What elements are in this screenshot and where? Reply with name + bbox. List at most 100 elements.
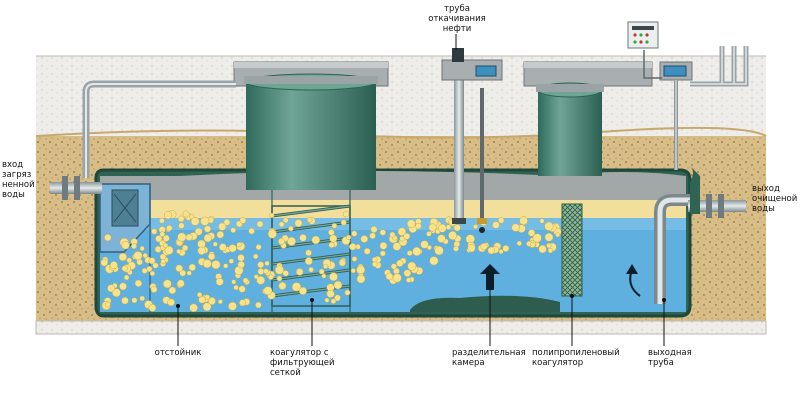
- oil-droplet: [256, 220, 264, 228]
- outlet-pipe-label: выходная труба: [648, 348, 692, 368]
- oil-droplet: [487, 246, 496, 255]
- oil-droplet: [429, 256, 439, 266]
- oil-droplet: [152, 262, 159, 269]
- oil-droplet: [139, 245, 145, 252]
- oil-droplet: [200, 216, 210, 226]
- oil-droplet: [532, 233, 542, 243]
- oil-droplet: [344, 289, 351, 296]
- oil-droplet: [331, 223, 338, 229]
- oil-droplet: [511, 223, 520, 232]
- oil-droplet: [288, 225, 294, 232]
- oil-droplet: [527, 229, 536, 237]
- oil-droplet: [437, 223, 447, 233]
- oil-droplet: [155, 235, 163, 243]
- oil-droplet: [407, 261, 417, 271]
- oil-droplet: [203, 225, 212, 233]
- oil-droplet: [396, 259, 404, 267]
- oil-droplet: [109, 261, 118, 270]
- oil-droplet: [178, 222, 185, 229]
- oil-droplet: [371, 261, 378, 267]
- oil-droplet: [150, 286, 158, 293]
- oil-droplet: [370, 226, 378, 233]
- oil-droplet: [151, 228, 158, 235]
- oil-droplet: [134, 279, 143, 288]
- oil-droplet: [360, 235, 369, 243]
- oil-droplet: [397, 227, 407, 236]
- outlet-connection: [688, 200, 746, 212]
- oil-droplet: [403, 269, 412, 277]
- coagulator-filter: [271, 182, 351, 312]
- oil-droplet: [112, 288, 121, 298]
- oil-droplet: [179, 269, 187, 277]
- oil-droplet: [323, 263, 329, 269]
- oil-droplet: [405, 277, 412, 283]
- oil-droplet: [149, 270, 156, 277]
- oil-droplet: [544, 221, 554, 231]
- oil-droplet: [176, 279, 185, 288]
- oil-droplet: [346, 234, 352, 240]
- leader-lines: [177, 34, 665, 346]
- oil-droplet: [356, 265, 366, 275]
- oil-droplet: [239, 217, 247, 224]
- oil-droplet: [253, 274, 259, 280]
- oil-droplet: [356, 274, 366, 284]
- oil-droplet: [406, 219, 416, 229]
- oil-droplet: [539, 218, 545, 224]
- settler-label: отстойник: [154, 348, 202, 358]
- oil-droplet: [107, 284, 116, 293]
- oil-droplet: [141, 267, 148, 274]
- oil-droplet: [379, 250, 386, 257]
- control-cable: [643, 50, 662, 79]
- oil-droplet: [437, 234, 446, 243]
- oil-droplet: [392, 242, 402, 251]
- oil-droplet: [159, 217, 165, 224]
- oil-droplet: [160, 258, 166, 265]
- oil-droplet: [278, 281, 287, 290]
- oil-droplet: [311, 235, 321, 245]
- oil-droplet: [324, 297, 330, 303]
- oil-droplet: [231, 279, 237, 285]
- oil-droplet: [282, 270, 289, 277]
- oil-droplet: [198, 296, 206, 304]
- oil-droplet: [162, 234, 170, 242]
- oil-droplet: [211, 260, 221, 270]
- oil-droplet: [248, 227, 255, 235]
- oil-droplet: [162, 279, 172, 289]
- oil-droplet: [278, 237, 285, 245]
- oil-droplet: [274, 265, 285, 275]
- oil-droplet: [498, 217, 505, 224]
- flow-arrow-up: [480, 264, 500, 290]
- oil-droplet: [218, 243, 227, 251]
- control-panel: [627, 21, 659, 49]
- oil-droplet: [194, 227, 203, 236]
- oil-droplet: [299, 234, 307, 242]
- oil-droplet: [238, 285, 246, 293]
- oil-droplet: [190, 217, 200, 226]
- oil-droplet: [392, 273, 402, 283]
- oil-droplet: [204, 294, 210, 300]
- oil-droplet: [142, 253, 148, 259]
- oil-droplet: [175, 264, 183, 273]
- oil-droplet: [167, 298, 175, 307]
- foundation-slab: [35, 320, 767, 335]
- oil-droplet: [189, 214, 195, 220]
- separation-chamber-label: разделительная камера: [452, 348, 526, 368]
- polypropylene-coagulator-label: полипропиленовый коагулятор: [532, 348, 620, 368]
- oil-droplet: [257, 261, 265, 269]
- oil-droplet: [291, 282, 302, 292]
- oil-droplet: [390, 263, 397, 270]
- oil-droplet: [168, 286, 177, 295]
- oil-droplet: [230, 227, 237, 234]
- oil-droplet: [236, 242, 242, 248]
- oil-droplet: [318, 268, 325, 275]
- oil-droplet: [185, 233, 193, 241]
- oil-droplet: [216, 230, 225, 239]
- oil-droplet: [294, 219, 303, 228]
- oil-droplet: [519, 216, 528, 226]
- oil-droplet: [379, 241, 388, 250]
- oil-droplet: [237, 254, 245, 262]
- manhole-shaft-right: [538, 90, 602, 176]
- manhole-shaft-left: [246, 82, 376, 190]
- oil-droplet: [228, 301, 237, 311]
